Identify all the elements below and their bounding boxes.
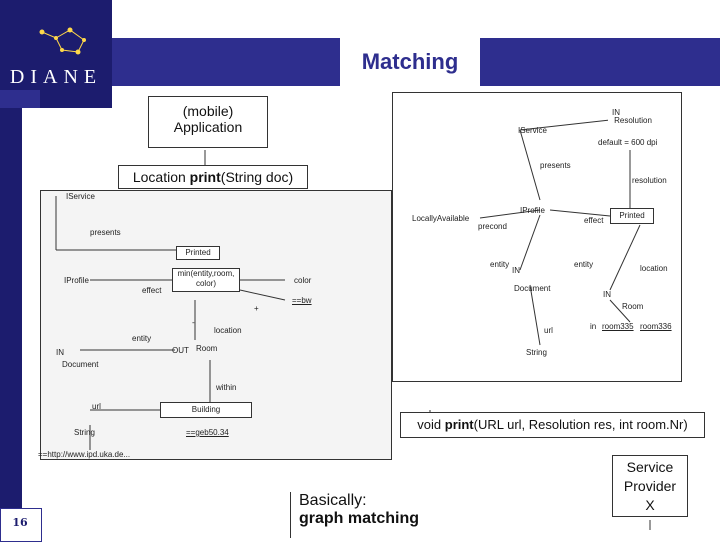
resolution-edge: resolution — [632, 176, 667, 185]
title-tab — [340, 38, 480, 86]
signature-prefix: void — [417, 417, 445, 432]
printed-node: Printed — [176, 246, 220, 260]
within-edge: within — [216, 383, 237, 392]
url-edge: url — [92, 402, 101, 411]
minus-sign: - — [192, 318, 195, 327]
iprofile-node: IProfile — [520, 206, 545, 215]
sidebar-accent — [0, 90, 40, 108]
bw-value: ==bw — [292, 296, 312, 305]
signature-suffix: (String doc) — [220, 169, 294, 185]
location-edge: location — [214, 326, 242, 335]
signature-method: print — [189, 169, 221, 185]
basically-line-2: graph matching — [299, 510, 420, 527]
room-node: Room — [622, 302, 644, 311]
room335-value: room335 — [602, 322, 634, 331]
sidebar — [0, 108, 22, 540]
signature-suffix: (URL url, Resolution res, int room.Nr) — [473, 417, 688, 432]
void-print-signature: void print(URL url, Resolution res, int … — [400, 412, 705, 438]
service-provider-callout: Service Provider X — [612, 455, 688, 517]
string-node: String — [526, 348, 547, 357]
out-label: OUT — [172, 346, 189, 355]
iservice-node: IService — [518, 126, 547, 135]
min-expression-node: min(entity,room, color) — [172, 268, 240, 292]
location-print-signature: Location print(String doc) — [118, 165, 308, 189]
logo-text: DIANE — [9, 66, 103, 88]
locally-available-node: LocallyAvailable — [412, 214, 470, 223]
iprofile-node: IProfile — [64, 276, 89, 285]
in-label-3: IN — [603, 290, 611, 299]
slide-title: Matching — [361, 49, 459, 74]
in-rooms-edge: in — [590, 322, 597, 331]
constellation-icon — [39, 27, 86, 55]
presents-edge: presents — [540, 161, 571, 170]
page-number: 16 — [12, 516, 28, 529]
entity-edge-2: entity — [574, 260, 594, 269]
iservice-node: IService — [66, 192, 95, 201]
basically-line-1: Basically: — [299, 492, 367, 509]
presents-edge: presents — [90, 228, 121, 237]
effect-edge: effect — [584, 216, 604, 225]
entity-edge-1: entity — [490, 260, 510, 269]
basically-callout: Basically: graph matching — [290, 492, 450, 538]
building-node: Building — [160, 402, 252, 418]
printed-node: Printed — [610, 208, 654, 224]
service-provider-panel — [392, 92, 682, 382]
string-node: String — [74, 428, 95, 437]
color-node: color — [294, 276, 312, 285]
mobile-application-callout: (mobile) Application — [148, 96, 268, 148]
signature-prefix: Location — [132, 169, 190, 185]
resolution-node: Resolution — [608, 116, 658, 128]
page-number-box — [0, 508, 42, 542]
in-label-2: IN — [512, 266, 520, 275]
effect-edge: effect — [142, 286, 162, 295]
url-edge: url — [544, 326, 553, 335]
document-node: Document — [62, 360, 99, 369]
location-edge: location — [640, 264, 668, 273]
geb-value: ==geb50.34 — [186, 428, 229, 437]
room336-value: room336 — [640, 322, 672, 331]
default-value: default = 600 dpi — [598, 138, 658, 147]
signature-method: print — [444, 417, 474, 432]
precond-edge: precond — [478, 222, 507, 231]
plus-sign: + — [254, 304, 259, 313]
room-node: Room — [196, 344, 218, 353]
http-value: ==http://www.ipd.uka.de... — [38, 450, 131, 459]
document-node: Document — [514, 284, 551, 293]
entity-edge: entity — [132, 334, 152, 343]
in-label: IN — [612, 108, 620, 117]
in-label: IN — [56, 348, 64, 357]
